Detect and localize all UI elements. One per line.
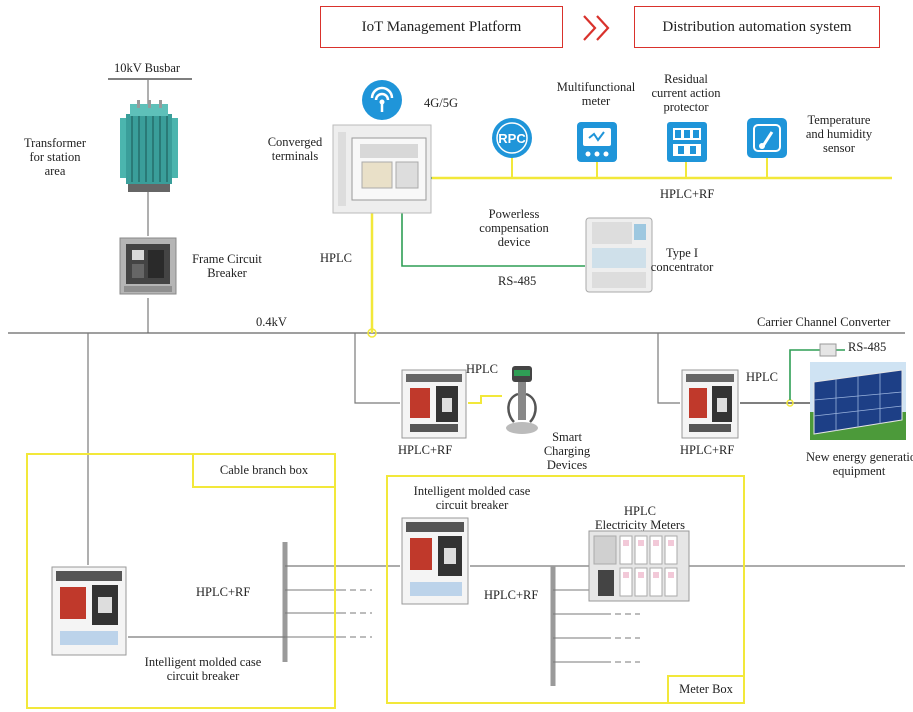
iot-platform-box: IoT Management Platform [320,6,563,48]
header-arrow-icon [583,15,610,41]
rs485-line [401,213,585,267]
hplc-rf-charging-label: HPLC+RF [398,443,453,457]
transformer-icon [120,100,178,192]
hplc-charging-label: HPLC [466,362,498,376]
hplc-rf-meterbox-label: HPLC+RF [484,588,539,602]
solar-panel-icon [810,343,906,440]
iot-platform-label: IoT Management Platform [361,18,522,35]
meterbox-breaker-icon [401,517,469,605]
meter-box-label: Meter Box [679,682,733,696]
electricity-meters-icon [588,530,690,602]
rs485-mid-label: RS-485 [498,274,537,288]
frame-breaker-icon [119,237,177,295]
residual-protector-icon [667,122,707,162]
distribution-system-box: Distribution automation system [634,6,880,48]
hplc-vertical-label: HPLC [320,251,352,265]
wireless-signal-icon [362,80,402,120]
network-label: 4G/5G [424,96,459,110]
hplc-rf-branch-label: HPLC+RF [196,585,251,599]
converged-terminal-icon [332,124,432,214]
temperature-sensor-icon [747,118,787,158]
cable-branch-box-tag: Cable branch box [192,453,336,488]
rpc-icon: RPC [492,118,532,158]
hplc-solar-label: HPLC [746,370,778,384]
meter-box [386,475,745,704]
carrier-converter-label: Carrier Channel Converter [757,315,891,329]
charging-breaker-icon [401,369,467,439]
branch-breaker-icon [51,566,127,656]
solar-breaker-icon [681,369,739,439]
cable-branch-box-label: Cable branch box [219,463,309,477]
meter-box-tag: Meter Box [667,675,745,704]
busbar-label: 10kV Busbar [114,61,181,75]
hplc-rf-top-label: HPLC+RF [660,187,715,201]
hplc-rf-solar-label: HPLC+RF [680,443,735,457]
distribution-system-label: Distribution automation system [662,18,852,35]
multifunctional-meter-icon [577,122,617,162]
rpc-icon-text: RPC [498,131,526,146]
rs485-right-label: RS-485 [848,340,887,354]
cable-branch-box [26,453,336,709]
smart-charging-icon [506,366,538,434]
concentrator-icon [585,217,653,293]
voltage-label: 0.4kV [256,315,287,329]
